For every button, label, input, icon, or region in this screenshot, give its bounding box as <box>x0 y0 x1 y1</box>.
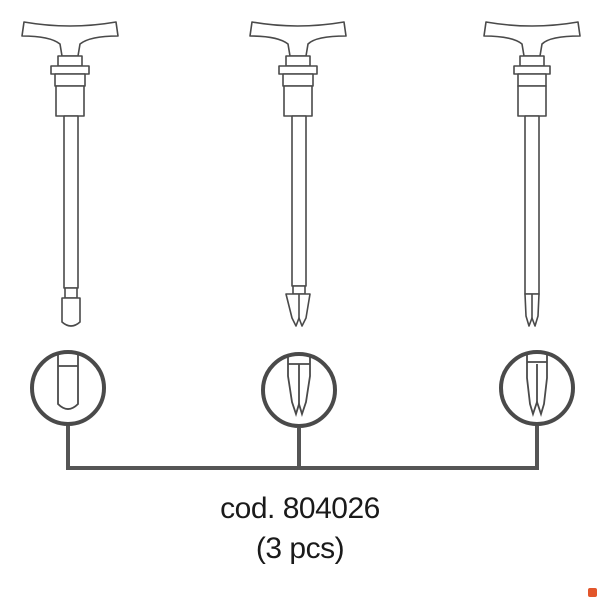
tool-split-driver-wide <box>249 21 347 327</box>
piece-count: (3 pcs) <box>255 532 345 565</box>
tool-hex-driver <box>21 21 119 327</box>
corner-badge-icon <box>588 588 597 597</box>
connector-bracket <box>66 425 539 470</box>
t-handle <box>249 21 347 57</box>
t-handle <box>483 21 581 57</box>
detail-circle-split-wide <box>261 352 337 428</box>
split-bit <box>285 293 311 327</box>
product-code: cod. 804026 <box>220 492 380 525</box>
detail-circle-hex <box>30 350 106 426</box>
hex-bit <box>61 297 81 327</box>
detail-circle-split-narrow <box>499 350 575 426</box>
tool-split-driver-narrow <box>483 21 581 327</box>
t-handle <box>21 21 119 57</box>
